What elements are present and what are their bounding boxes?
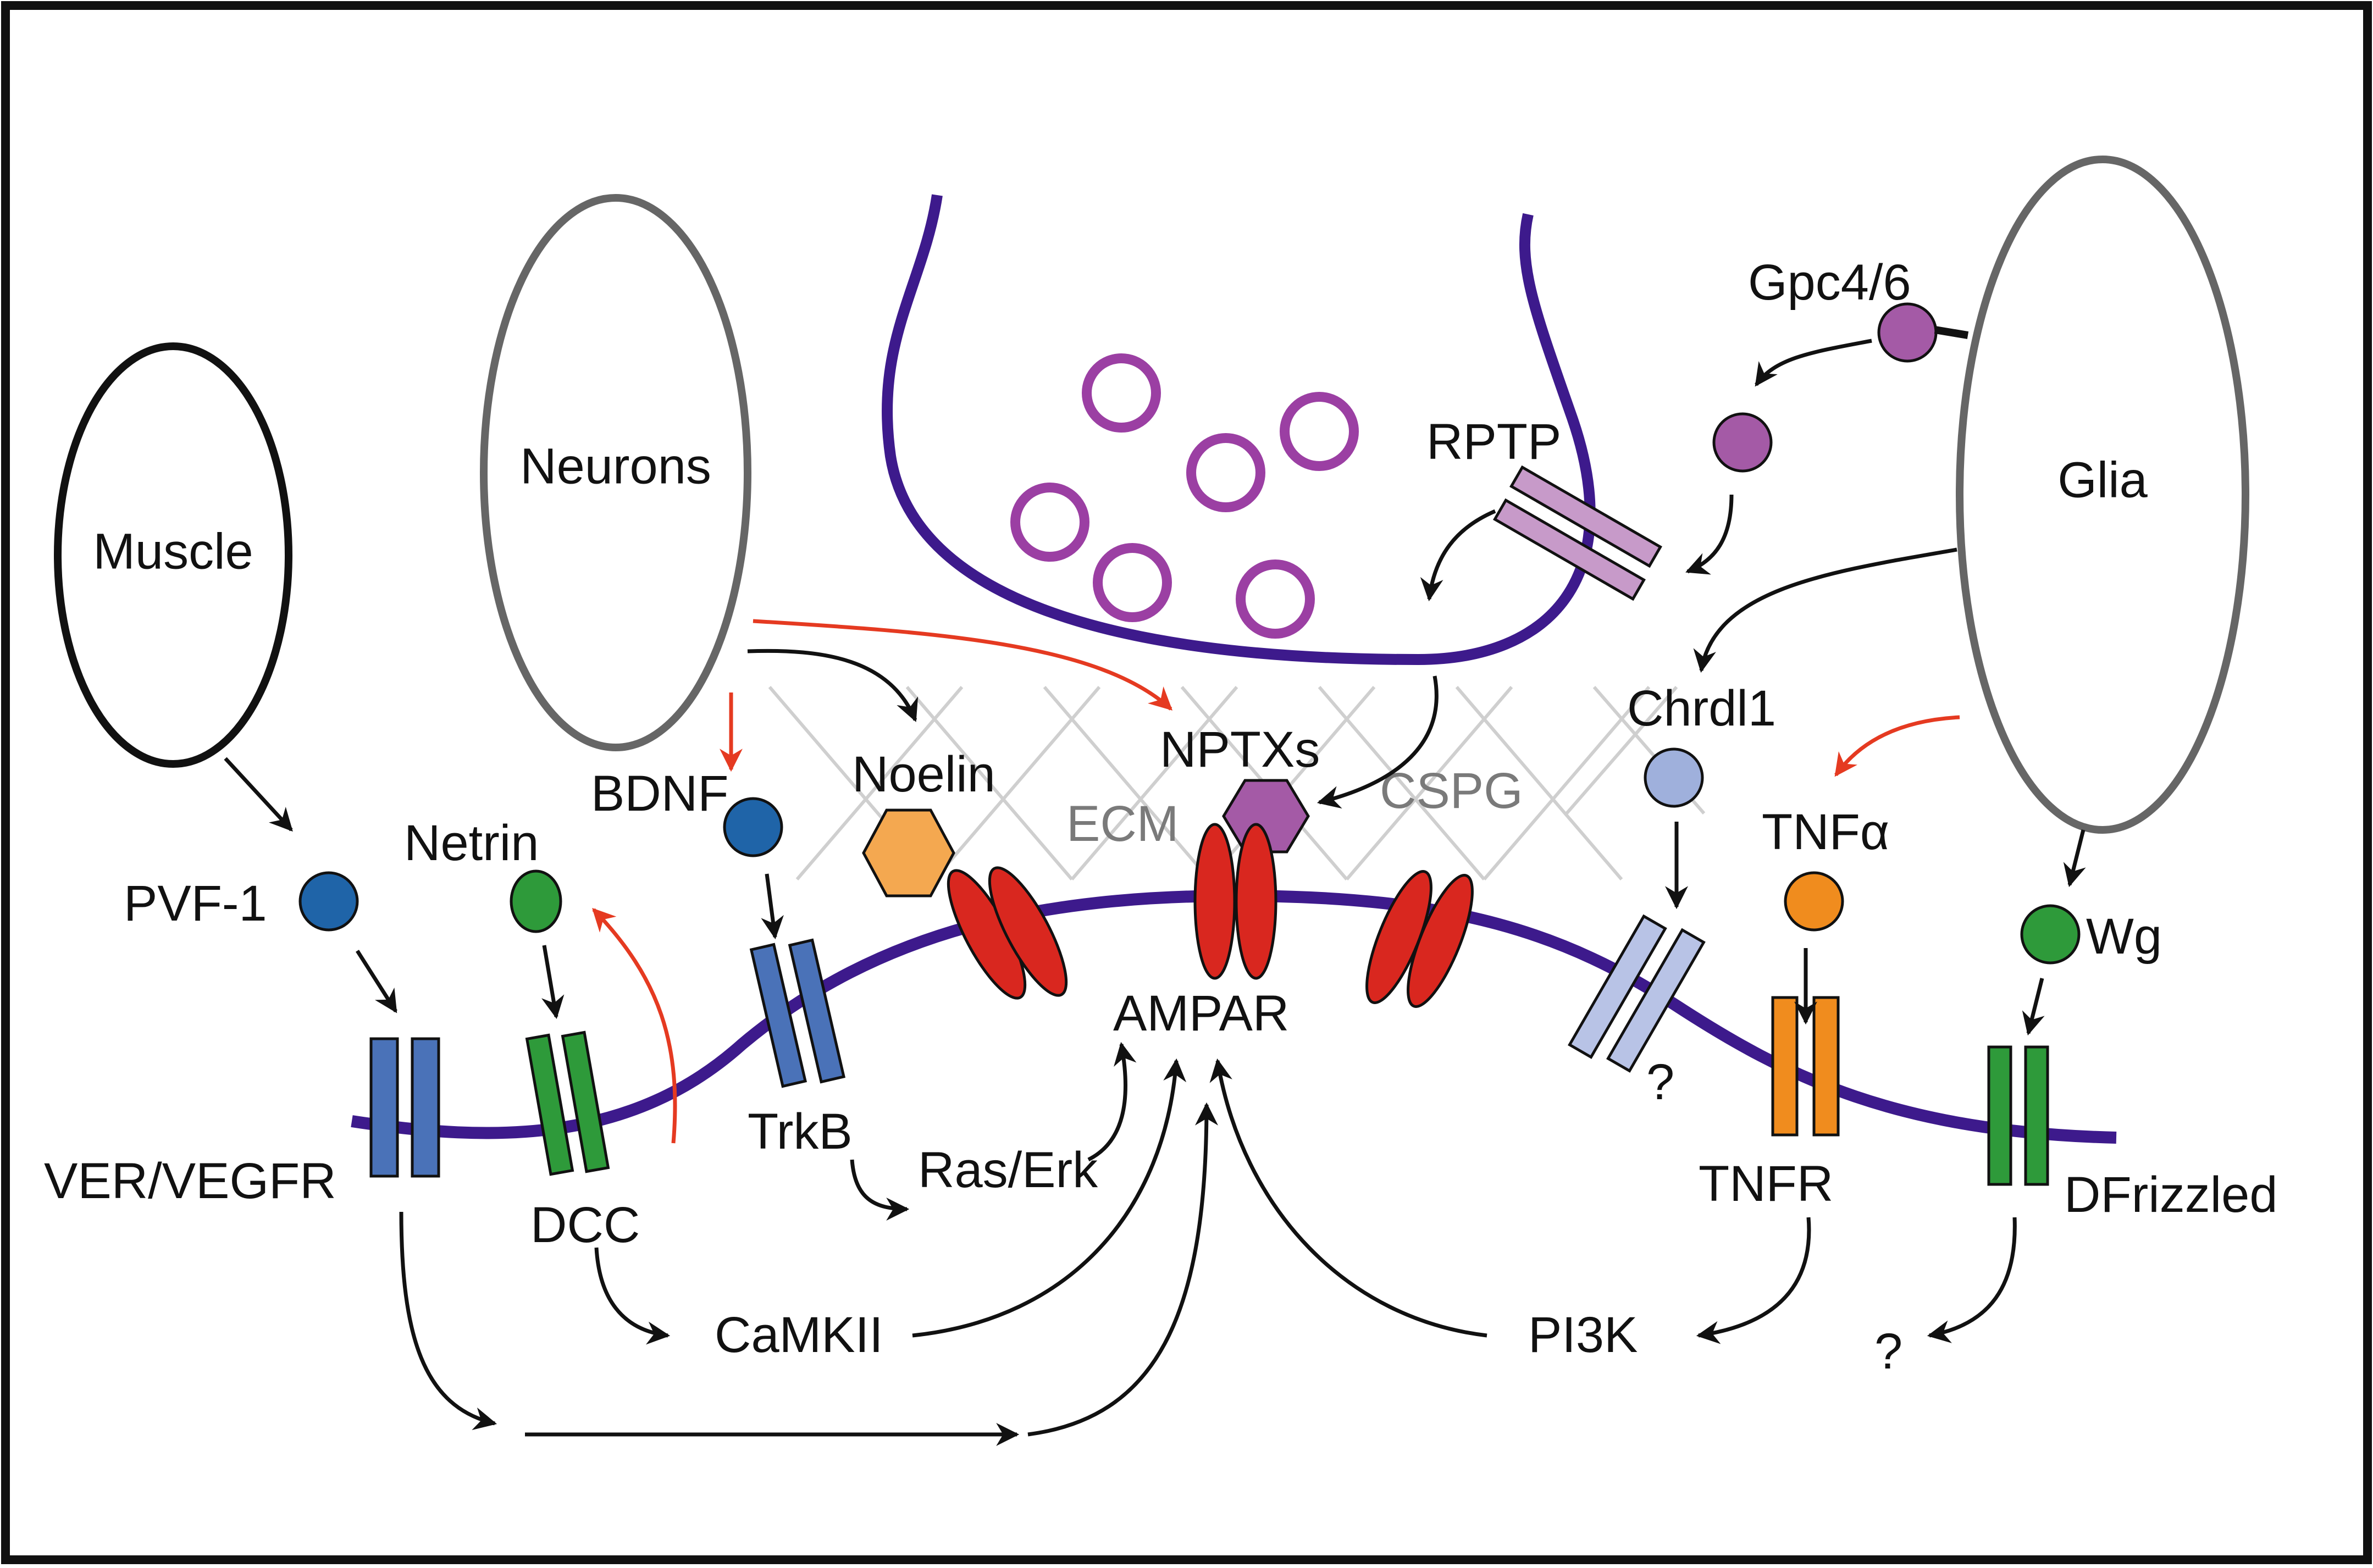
- vesicle: [1010, 483, 1089, 562]
- vesicle: [1186, 433, 1265, 512]
- chrdl1-ligand: [1644, 747, 1704, 808]
- glia-to-tnfa-red-arrow: [1834, 715, 1960, 777]
- neurons-cell: Neurons: [480, 194, 751, 751]
- gpc-label: Gpc4/6: [1748, 254, 1911, 311]
- tnfa-label: TNFα: [1762, 804, 1889, 860]
- vesicle: [1082, 353, 1161, 433]
- dcc-label: DCC: [530, 1197, 640, 1253]
- glia-to-chrdl1-arrow: [1693, 547, 1957, 673]
- bdnf-to-trkb-arrow: [761, 873, 784, 940]
- gpc-anchor: [1934, 326, 1969, 339]
- pi3k-to-ampar-arrow: [1209, 1058, 1487, 1338]
- chrdl1-unknown-label: ?: [1646, 1054, 1674, 1110]
- trkb-receptor: [749, 938, 846, 1088]
- dcc-to-camkii-arrow: [594, 1247, 671, 1345]
- gpc-release-arrow: [1755, 339, 1872, 387]
- synaptic-vesicles: [1010, 353, 1359, 639]
- rptp-label: RPTP: [1426, 414, 1561, 470]
- vesicle: [1093, 543, 1172, 622]
- tnfr-to-pi3k-arrow: [1696, 1217, 1811, 1344]
- dcc-receptor: [525, 1030, 610, 1176]
- ecm-crosshatch: [768, 686, 1706, 880]
- wg-label: Wg: [2086, 908, 2162, 965]
- dfrizzled-receptor: [1987, 1045, 2049, 1186]
- terminal-to-nptxs-arrow: [1317, 675, 1439, 809]
- raserk-to-ampar-arrow: [1087, 1041, 1137, 1162]
- muscle-cell: Muscle: [54, 342, 292, 768]
- neurons-label: Neurons: [520, 438, 711, 494]
- nptxs-label: NPTXs: [1160, 722, 1320, 778]
- chrdl1-receptor: [1568, 914, 1706, 1073]
- bottom-to-ampar-arrow: [1027, 1102, 1218, 1437]
- raserk-label: Ras/Erk: [918, 1142, 1098, 1198]
- trkb-to-raserk-arrow: [850, 1159, 910, 1221]
- ampar-right: [1365, 870, 1474, 1008]
- netrin-label: Netrin: [404, 815, 539, 871]
- tnfr-receptor: [1771, 996, 1840, 1137]
- gpc-ligand-free: [1712, 412, 1773, 473]
- trkb-label: TrkB: [748, 1104, 853, 1160]
- netrin-ligand: [510, 869, 562, 933]
- neurons-to-nptxs-red-arrow: [753, 619, 1173, 711]
- pvf1-ligand: [298, 871, 359, 932]
- bdnf-label: BDNF: [591, 766, 728, 822]
- neurons-to-noelin-arrow: [747, 649, 919, 722]
- chrdl1-label: Chrdl1: [1627, 680, 1776, 736]
- wg-to-frizzled-arrow: [2022, 978, 2045, 1036]
- vegfr-receptor: [369, 1037, 440, 1178]
- camkii-to-ampar-arrow: [912, 1058, 1187, 1338]
- ecm-label: ECM: [1066, 796, 1179, 852]
- wg-unknown-label: ?: [1874, 1323, 1902, 1379]
- ampar-label: AMPAR: [1113, 985, 1289, 1041]
- glia-cell: Glia: [1956, 156, 2249, 834]
- gpc-to-rptp-arrow: [1685, 494, 1734, 575]
- vesicle: [1280, 392, 1359, 471]
- gpc-ligand-bound: [1877, 302, 1938, 363]
- ampar-center: [1193, 823, 1277, 980]
- vegfr-label: VER/VEGFR: [44, 1153, 336, 1209]
- glia-to-wg-arrow: [2063, 829, 2086, 888]
- pi3k-label: PI3K: [1528, 1307, 1638, 1363]
- wg-ligand: [2020, 904, 2081, 965]
- nptxs-hexagon: [1222, 779, 1310, 854]
- noelin-hexagon: [862, 808, 955, 897]
- vegfr-to-bottom-arrow: [399, 1211, 497, 1430]
- cspg-label: CSPG: [1380, 763, 1523, 819]
- rptp-receptor: [1493, 465, 1662, 601]
- frizzled-to-unknown-arrow: [1927, 1217, 2017, 1343]
- dcc-to-netrin-red-arrow: [592, 907, 677, 1144]
- ampar-left: [947, 866, 1068, 1000]
- netrin-to-dcc-arrow: [541, 945, 565, 1020]
- tnfr-label: TNFR: [1699, 1156, 1833, 1212]
- pvf1-to-vegfr-arrow: [356, 950, 397, 1013]
- rptp-to-terminal-arrow: [1420, 509, 1496, 602]
- glia-label: Glia: [2057, 452, 2148, 508]
- tnfa-ligand: [1784, 871, 1844, 932]
- noelin-label: Noelin: [852, 746, 995, 802]
- muscle-label: Muscle: [93, 523, 253, 579]
- bdnf-ligand: [723, 797, 783, 857]
- camkii-label: CaMKII: [715, 1307, 883, 1363]
- presynaptic-terminal: [881, 194, 1596, 666]
- vesicle: [1236, 559, 1315, 639]
- dfrizzled-label: DFrizzled: [2064, 1167, 2277, 1223]
- pvf1-label: PVF-1: [124, 876, 267, 932]
- muscle-to-pvf1-arrow: [224, 757, 293, 832]
